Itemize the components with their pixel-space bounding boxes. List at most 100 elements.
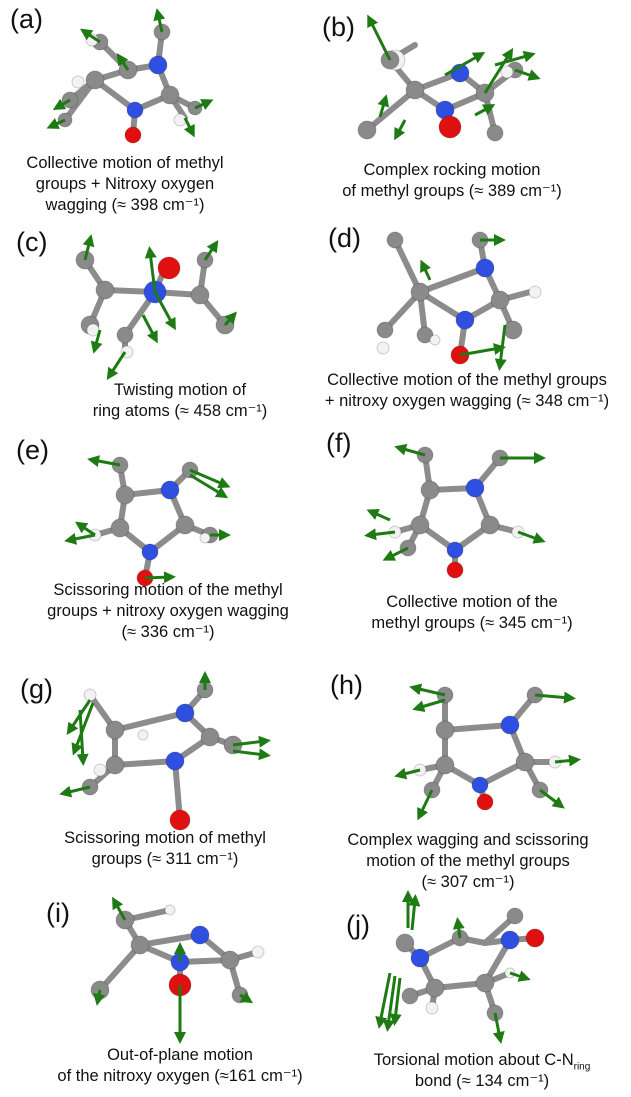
displacement-arrow bbox=[394, 443, 426, 457]
nitrogen-atom bbox=[500, 715, 520, 735]
carbon-atom bbox=[486, 124, 504, 142]
oxygen-atom bbox=[525, 928, 545, 948]
bond-i-5 bbox=[97, 942, 143, 993]
nitrogen-atom bbox=[500, 930, 520, 950]
displacement-arrow bbox=[64, 532, 96, 545]
nitrogen-atom bbox=[465, 478, 485, 498]
displacement-arrow bbox=[417, 789, 434, 821]
displacement-arrow bbox=[474, 104, 496, 117]
carbon-atom bbox=[110, 518, 130, 538]
caption-j-line-2: bond (≈ 134 cm⁻¹) bbox=[414, 1072, 550, 1090]
displacement-arrow bbox=[194, 99, 214, 110]
bond-g-3 bbox=[112, 758, 178, 768]
caption-e-line-3: (≈ 336 cm⁻¹) bbox=[121, 623, 215, 641]
caption-j-line-1-text: Torsional motion about C-N bbox=[373, 1051, 574, 1069]
displacement-arrow bbox=[189, 468, 231, 489]
panel-label-a: (a) bbox=[10, 4, 43, 34]
carbon-atom bbox=[410, 282, 430, 302]
panel-label-e: (e) bbox=[16, 435, 49, 465]
nitrogen-atom bbox=[471, 776, 489, 794]
displacement-arrow bbox=[492, 1012, 505, 1044]
nitrogen-atom bbox=[446, 541, 464, 559]
panel-label-b: (b) bbox=[322, 12, 355, 42]
caption-h-line-3: (≈ 307 cm⁻¹) bbox=[421, 873, 515, 891]
caption-i-line-2: of the nitroxy oxygen (≈161 cm⁻¹) bbox=[57, 1067, 303, 1085]
molecule-g bbox=[59, 671, 271, 831]
carbon-atom bbox=[401, 987, 419, 1005]
displacement-arrows bbox=[93, 896, 254, 1044]
displacement-arrow bbox=[93, 989, 106, 1006]
carbon-atom bbox=[105, 755, 125, 775]
panel-label-g: (g) bbox=[20, 674, 53, 704]
caption-e-line-2: groups + nitroxy oxygen wagging bbox=[47, 602, 289, 620]
displacement-arrow bbox=[382, 975, 397, 1032]
molecule-c bbox=[75, 234, 237, 381]
displacement-arrow bbox=[554, 754, 581, 767]
panel-label-f: (f) bbox=[326, 428, 352, 458]
carbon-atom bbox=[410, 515, 430, 535]
carbon-atom bbox=[175, 515, 195, 535]
carbon-atom bbox=[515, 752, 535, 772]
carbon-atom bbox=[95, 280, 115, 300]
displacement-arrow bbox=[459, 343, 506, 357]
displacement-arrow bbox=[203, 240, 219, 261]
panel-label-c: (c) bbox=[16, 227, 48, 257]
displacement-arrow bbox=[189, 473, 229, 499]
displacement-arrows bbox=[420, 234, 507, 371]
hydrogen-atom bbox=[86, 323, 100, 337]
caption-j-line-1: Torsional motion about C-Nring bbox=[342, 1050, 622, 1072]
displacement-arrow bbox=[534, 691, 576, 704]
carbon-atom bbox=[480, 515, 500, 535]
bond-i-1 bbox=[137, 932, 203, 948]
carbon-atom bbox=[503, 320, 523, 340]
bond-d-5 bbox=[392, 237, 423, 295]
carbon-atom bbox=[416, 326, 434, 344]
carbon-atom bbox=[420, 480, 440, 500]
displacement-arrow bbox=[141, 314, 158, 344]
displacement-arrow bbox=[87, 455, 121, 467]
displacement-arrow bbox=[82, 234, 95, 261]
displacement-arrow bbox=[183, 117, 195, 138]
caption-e-line-1: Scissoring motion of the methyl bbox=[53, 581, 283, 599]
panel-label-d: (d) bbox=[328, 223, 361, 253]
caption-i-line-1: Out-of-plane motion bbox=[107, 1046, 253, 1064]
displacement-arrow bbox=[494, 50, 536, 67]
oxygen-atom bbox=[438, 115, 462, 139]
carbon-atom bbox=[435, 720, 455, 740]
molecule-f bbox=[364, 443, 546, 579]
displacement-arrow bbox=[444, 52, 486, 77]
hydrogen-atom bbox=[429, 334, 441, 346]
oxygen-atom bbox=[169, 809, 191, 831]
molecule-a bbox=[46, 8, 214, 144]
displacement-arrow bbox=[377, 94, 390, 118]
molecule-d bbox=[376, 231, 542, 371]
bonds bbox=[87, 687, 236, 823]
displacement-arrow bbox=[153, 291, 176, 331]
bond-d-0 bbox=[417, 265, 488, 295]
panel-label-h: (h) bbox=[330, 670, 363, 700]
carbon-atom bbox=[200, 727, 220, 747]
displacement-arrow bbox=[389, 977, 402, 1026]
carbon-atom bbox=[475, 973, 495, 993]
nitrogen-atom bbox=[165, 751, 185, 771]
displacement-arrow bbox=[494, 324, 507, 371]
displacement-arrow bbox=[232, 735, 271, 748]
caption-a-line-1: Collective motion of methyl bbox=[26, 154, 224, 172]
molecule-b bbox=[357, 14, 541, 142]
carbon-atom bbox=[506, 907, 524, 925]
molecule-e bbox=[64, 455, 231, 587]
carbon-atom bbox=[115, 485, 135, 505]
displacement-arrow bbox=[394, 119, 407, 141]
displacement-arrows bbox=[364, 443, 546, 561]
displacement-arrow bbox=[514, 68, 541, 81]
displacement-arrow bbox=[59, 785, 91, 798]
caption-d-line-1: Collective motion of the methyl groups bbox=[327, 371, 607, 389]
carbon-atom bbox=[386, 231, 404, 249]
displacement-arrow bbox=[382, 546, 409, 561]
molecule-j bbox=[375, 890, 545, 1044]
caption-h-line-1: Complex wagging and scissoring bbox=[347, 831, 589, 849]
oxygen-atom bbox=[157, 256, 181, 280]
carbon-atom bbox=[405, 80, 425, 100]
displacement-arrow bbox=[366, 508, 391, 522]
displacement-arrow bbox=[367, 14, 392, 61]
